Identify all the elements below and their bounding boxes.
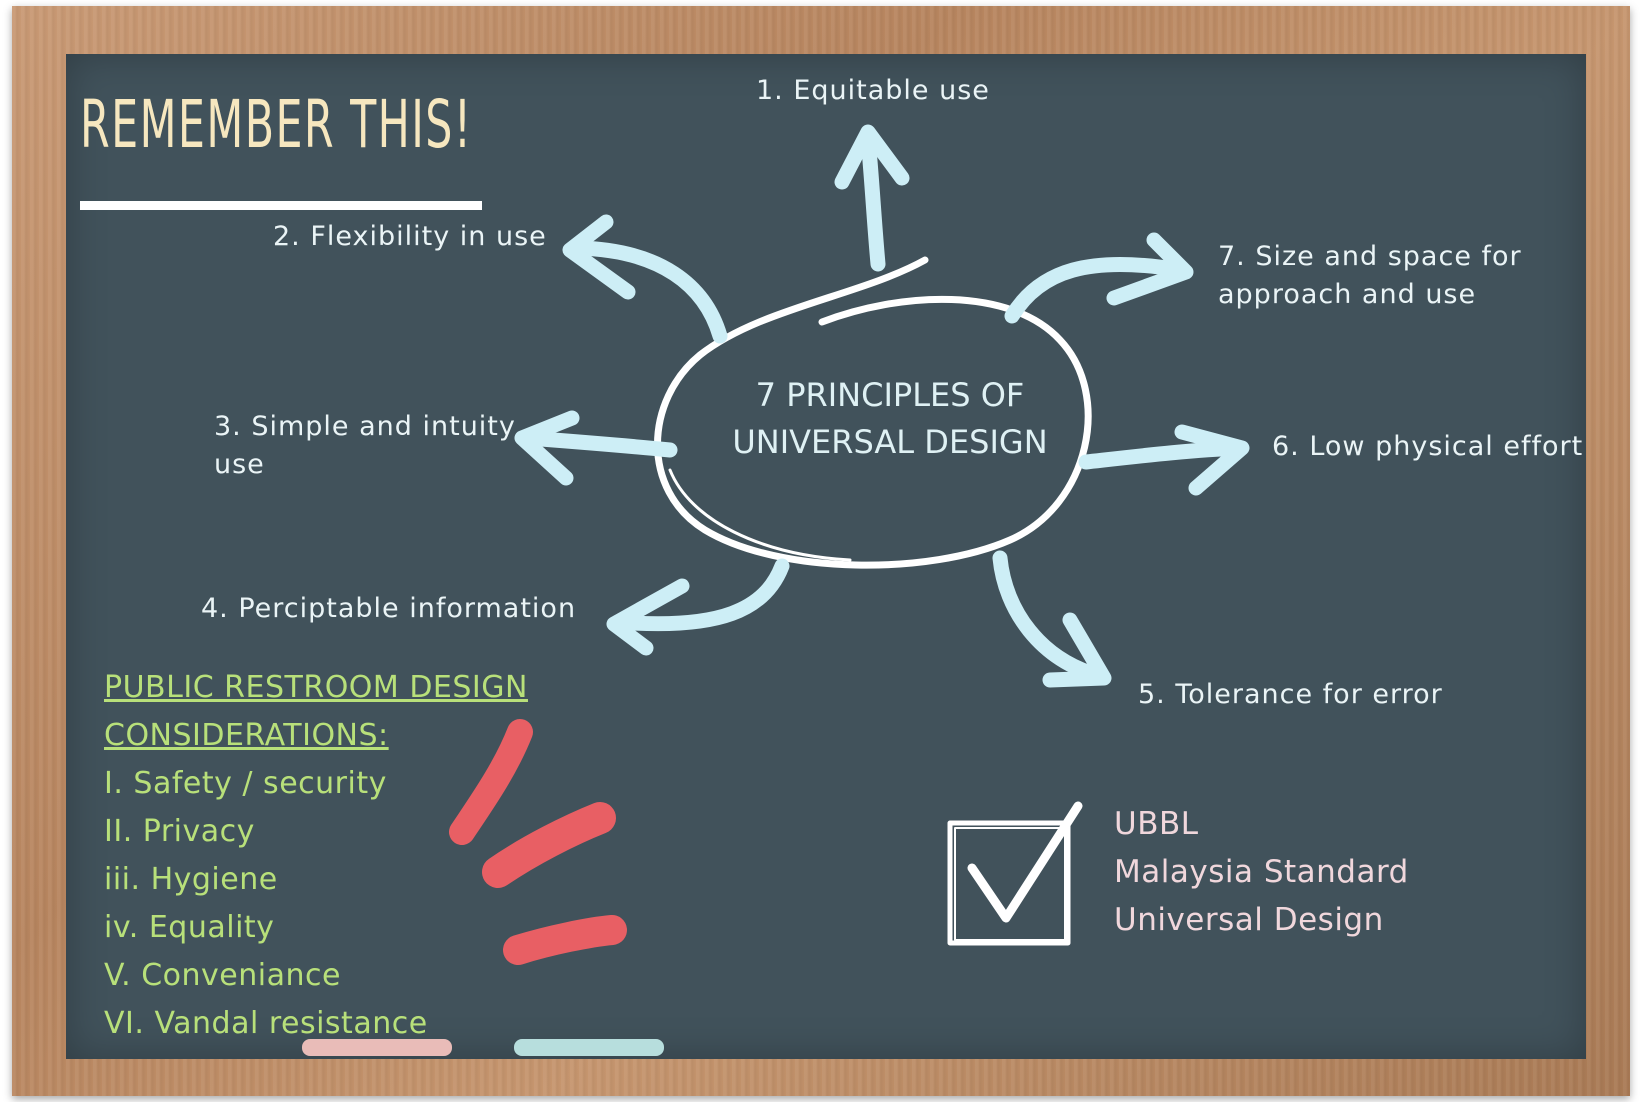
- standard-item: UBBL: [1114, 806, 1199, 842]
- pink-chalk-stick: [302, 1039, 452, 1056]
- center-title: 7 PRINCIPLES OF UNIVERSAL DESIGN: [710, 372, 1070, 466]
- red-chalk-marks: [449, 719, 627, 965]
- arrow-to-principle-4: [606, 558, 790, 656]
- title-underline: [80, 201, 482, 210]
- principle-5: 5. Tolerance for error: [1138, 679, 1443, 710]
- checkbox-checked-icon: [947, 801, 1083, 946]
- center-title-line-2: UNIVERSAL DESIGN: [732, 423, 1048, 461]
- principle-7-line-2: approach and use: [1218, 279, 1477, 310]
- considerations-heading-line-2: CONSIDERATIONS:: [104, 718, 389, 753]
- center-ellipse: [654, 256, 1092, 569]
- blue-chalk-stick: [514, 1039, 664, 1056]
- consideration-item: iv. Equality: [104, 910, 275, 945]
- consideration-item: V. Conveniance: [104, 958, 341, 993]
- standard-item: Malaysia Standard: [1114, 854, 1409, 890]
- arrow-to-principle-2: [562, 214, 728, 344]
- consideration-item: iii. Hygiene: [104, 862, 278, 897]
- consideration-item: II. Privacy: [104, 814, 255, 849]
- principle-3-line-1: 3. Simple and intuity: [214, 411, 516, 442]
- principle-4: 4. Perciptable information: [201, 593, 577, 624]
- consideration-item: I. Safety / security: [104, 766, 387, 801]
- principle-6: 6. Low physical effort: [1272, 431, 1584, 462]
- arrow-to-principle-5: [992, 550, 1112, 688]
- consideration-item: VI. Vandal resistance: [104, 1006, 428, 1041]
- center-title-line-1: 7 PRINCIPLES OF: [755, 376, 1025, 414]
- considerations-heading-line-1: PUBLIC RESTROOM DESIGN: [104, 670, 528, 705]
- principle-3-line-2: use: [214, 449, 265, 480]
- arrow-to-principle-6: [1078, 424, 1250, 496]
- standards-list: UBBL Malaysia Standard Universal Design: [1114, 800, 1409, 944]
- standard-item: Universal Design: [1114, 902, 1384, 938]
- arrow-to-principle-1: [834, 124, 910, 272]
- arrow-to-principle-7: [1004, 232, 1194, 324]
- arrow-to-principle-3: [514, 410, 678, 486]
- principle-1: 1. Equitable use: [756, 75, 990, 106]
- page-title: REMEMBER THIS!: [80, 86, 473, 163]
- principle-3: 3. Simple and intuity use: [214, 408, 516, 484]
- principle-2: 2. Flexibility in use: [273, 221, 547, 252]
- considerations-list: PUBLIC RESTROOM DESIGN CONSIDERATIONS: I…: [104, 664, 528, 1048]
- principle-7-line-1: 7. Size and space for: [1218, 241, 1522, 272]
- principle-7: 7. Size and space for approach and use: [1218, 238, 1522, 314]
